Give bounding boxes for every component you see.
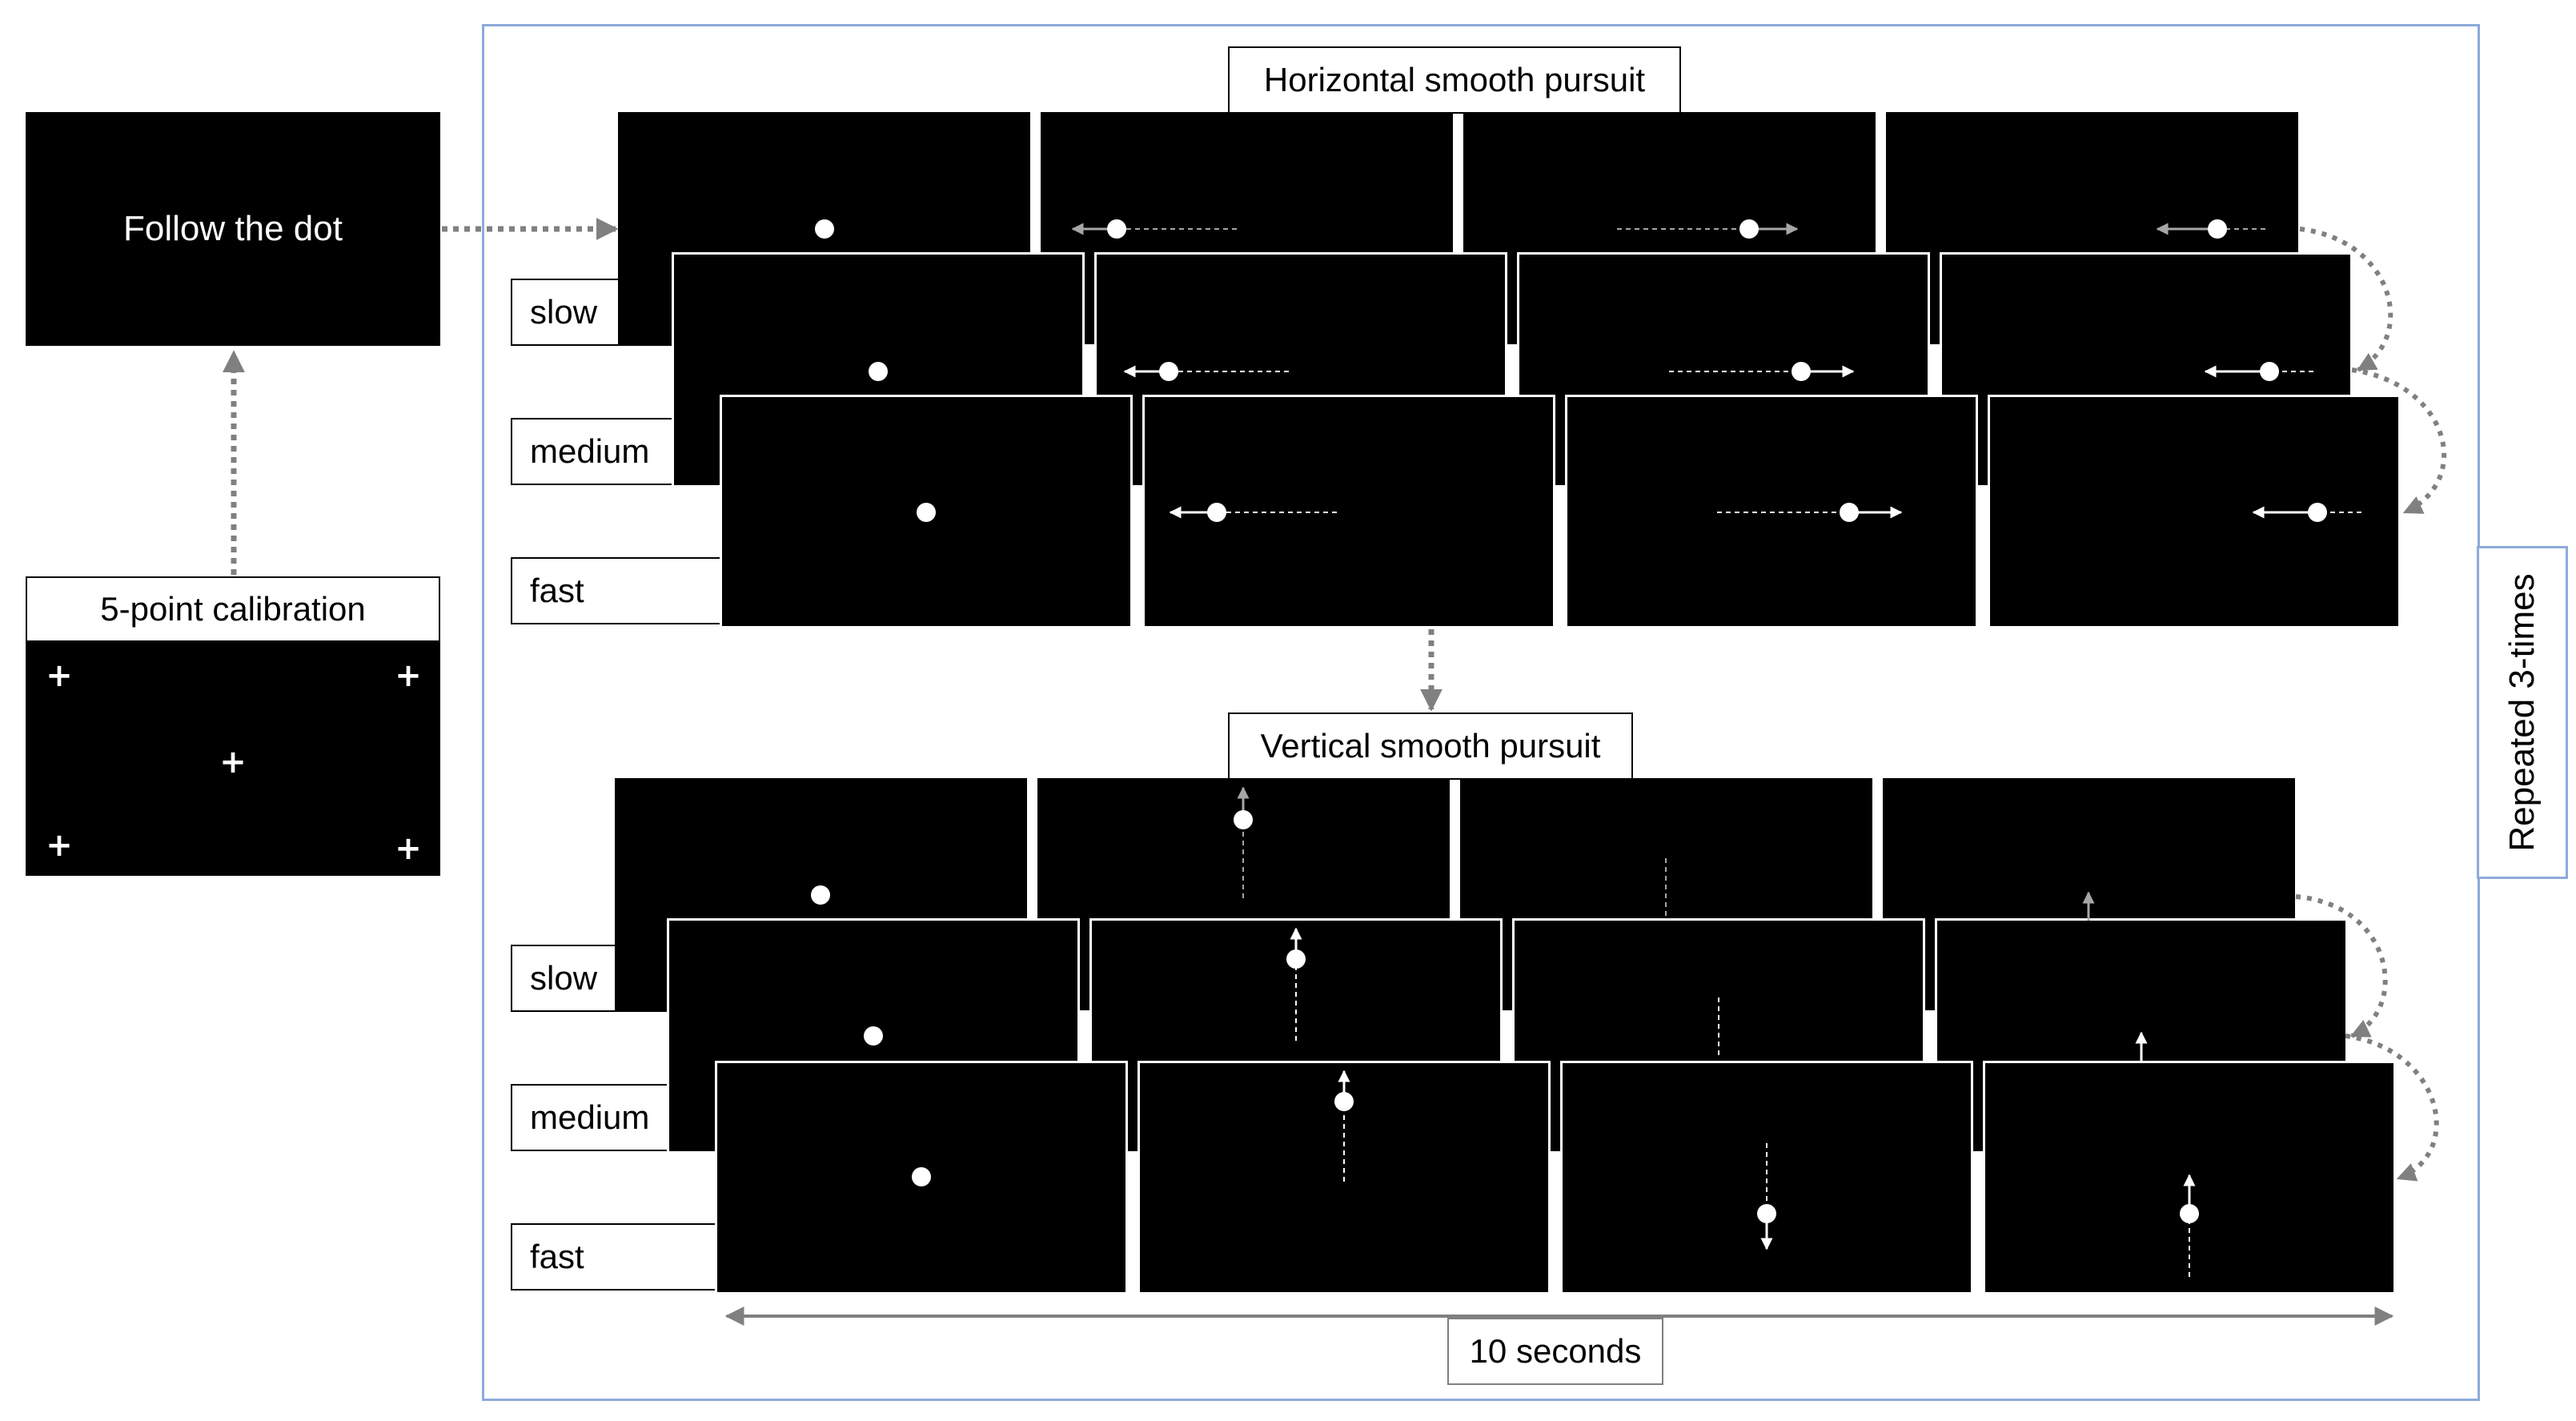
vertical-pursuit-title: Vertical smooth pursuit — [1228, 713, 1633, 780]
horizontal-medium-to-fast-arrow — [2351, 367, 2447, 515]
vertical-slow-to-medium-arrow — [2295, 894, 2388, 1038]
vertical-medium-to-fast-arrow — [2345, 1034, 2439, 1182]
horizontal-fast-label: fast — [511, 557, 727, 624]
calibration-point-bottom-right: + — [395, 830, 422, 867]
vertical-medium-label: medium — [511, 1084, 679, 1151]
calibration-title: 5-point calibration — [26, 576, 440, 642]
horizontal-slow-to-medium-arrow — [2299, 227, 2393, 372]
vertical-fast-label: fast — [511, 1223, 727, 1291]
follow-the-dot-screen: Follow the dot — [26, 112, 440, 346]
repeat-label-box: Repeated 3-times — [2477, 546, 2568, 879]
vertical-fast-screen-3 — [1560, 1061, 1973, 1295]
duration-label: 10 seconds — [1447, 1318, 1663, 1385]
horizontal-medium-label: medium — [511, 418, 679, 485]
horizontal-pursuit-title: Horizontal smooth pursuit — [1228, 46, 1681, 114]
follow-the-dot-text: Follow the dot — [123, 209, 343, 248]
calibration-point-top-right: + — [395, 657, 422, 694]
calibration-point-center: + — [219, 744, 247, 781]
calibration-screen: + + + + + — [26, 642, 440, 876]
repeat-label: Repeated 3-times — [2502, 573, 2542, 852]
calibration-point-bottom-left: + — [46, 827, 73, 864]
calibration-point-top-left: + — [46, 657, 73, 694]
